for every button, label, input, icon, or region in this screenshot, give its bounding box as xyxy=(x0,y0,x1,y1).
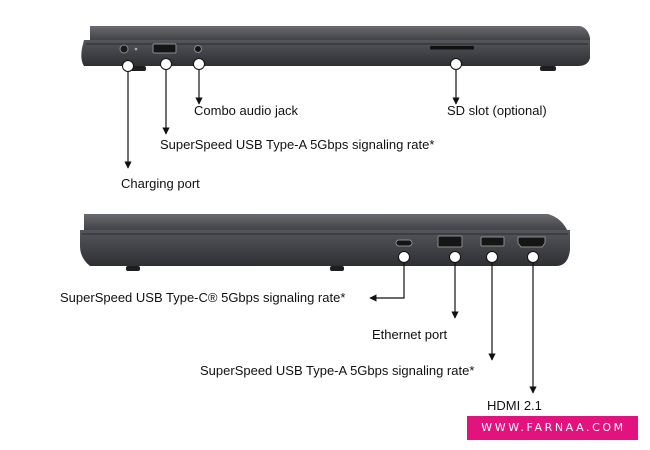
callout-dot xyxy=(450,58,462,70)
laptop-side-view-right xyxy=(80,214,570,271)
usb-a-port-icon xyxy=(480,236,505,247)
laptop-foot xyxy=(540,66,556,71)
laptop-lid xyxy=(84,214,568,232)
callout-dot xyxy=(449,251,461,263)
laptop-side-view-left xyxy=(81,26,590,71)
label-charging-port: Charging port xyxy=(121,176,200,191)
callout-dot xyxy=(160,58,172,70)
charge-led-icon xyxy=(134,47,138,51)
label-usb-c: SuperSpeed USB Type-C® 5Gbps signaling r… xyxy=(60,290,346,305)
audio-jack-icon xyxy=(194,45,202,53)
laptop-foot xyxy=(130,66,146,71)
label-combo-audio-jack: Combo audio jack xyxy=(194,103,299,118)
laptop-foot xyxy=(330,266,344,271)
label-sd-slot: SD slot (optional) xyxy=(447,103,547,118)
charging-port-icon xyxy=(119,44,129,54)
ethernet-port-icon xyxy=(437,235,463,248)
usb-a-port-icon xyxy=(152,43,177,54)
laptop-lid xyxy=(90,26,590,42)
callout-dot xyxy=(486,251,498,263)
sd-slot-icon xyxy=(430,46,474,50)
hdmi-port-icon xyxy=(517,236,546,248)
callout-dot xyxy=(527,251,539,263)
label-usb-a-top: SuperSpeed USB Type-A 5Gbps signaling ra… xyxy=(160,137,435,152)
top-callouts xyxy=(122,58,462,169)
laptop-foot xyxy=(126,266,140,271)
callout-dot xyxy=(398,251,410,263)
label-ethernet-port: Ethernet port xyxy=(372,327,448,342)
callout-dot xyxy=(122,60,134,72)
callout-dot xyxy=(193,58,205,70)
usb-c-port-icon xyxy=(395,239,413,247)
label-usb-a-bottom: SuperSpeed USB Type-A 5Gbps signaling ra… xyxy=(200,363,475,378)
bottom-callouts xyxy=(369,251,539,394)
label-hdmi: HDMI 2.1 xyxy=(487,398,542,413)
watermark-banner: WWW.FARNAA.COM xyxy=(467,416,638,440)
